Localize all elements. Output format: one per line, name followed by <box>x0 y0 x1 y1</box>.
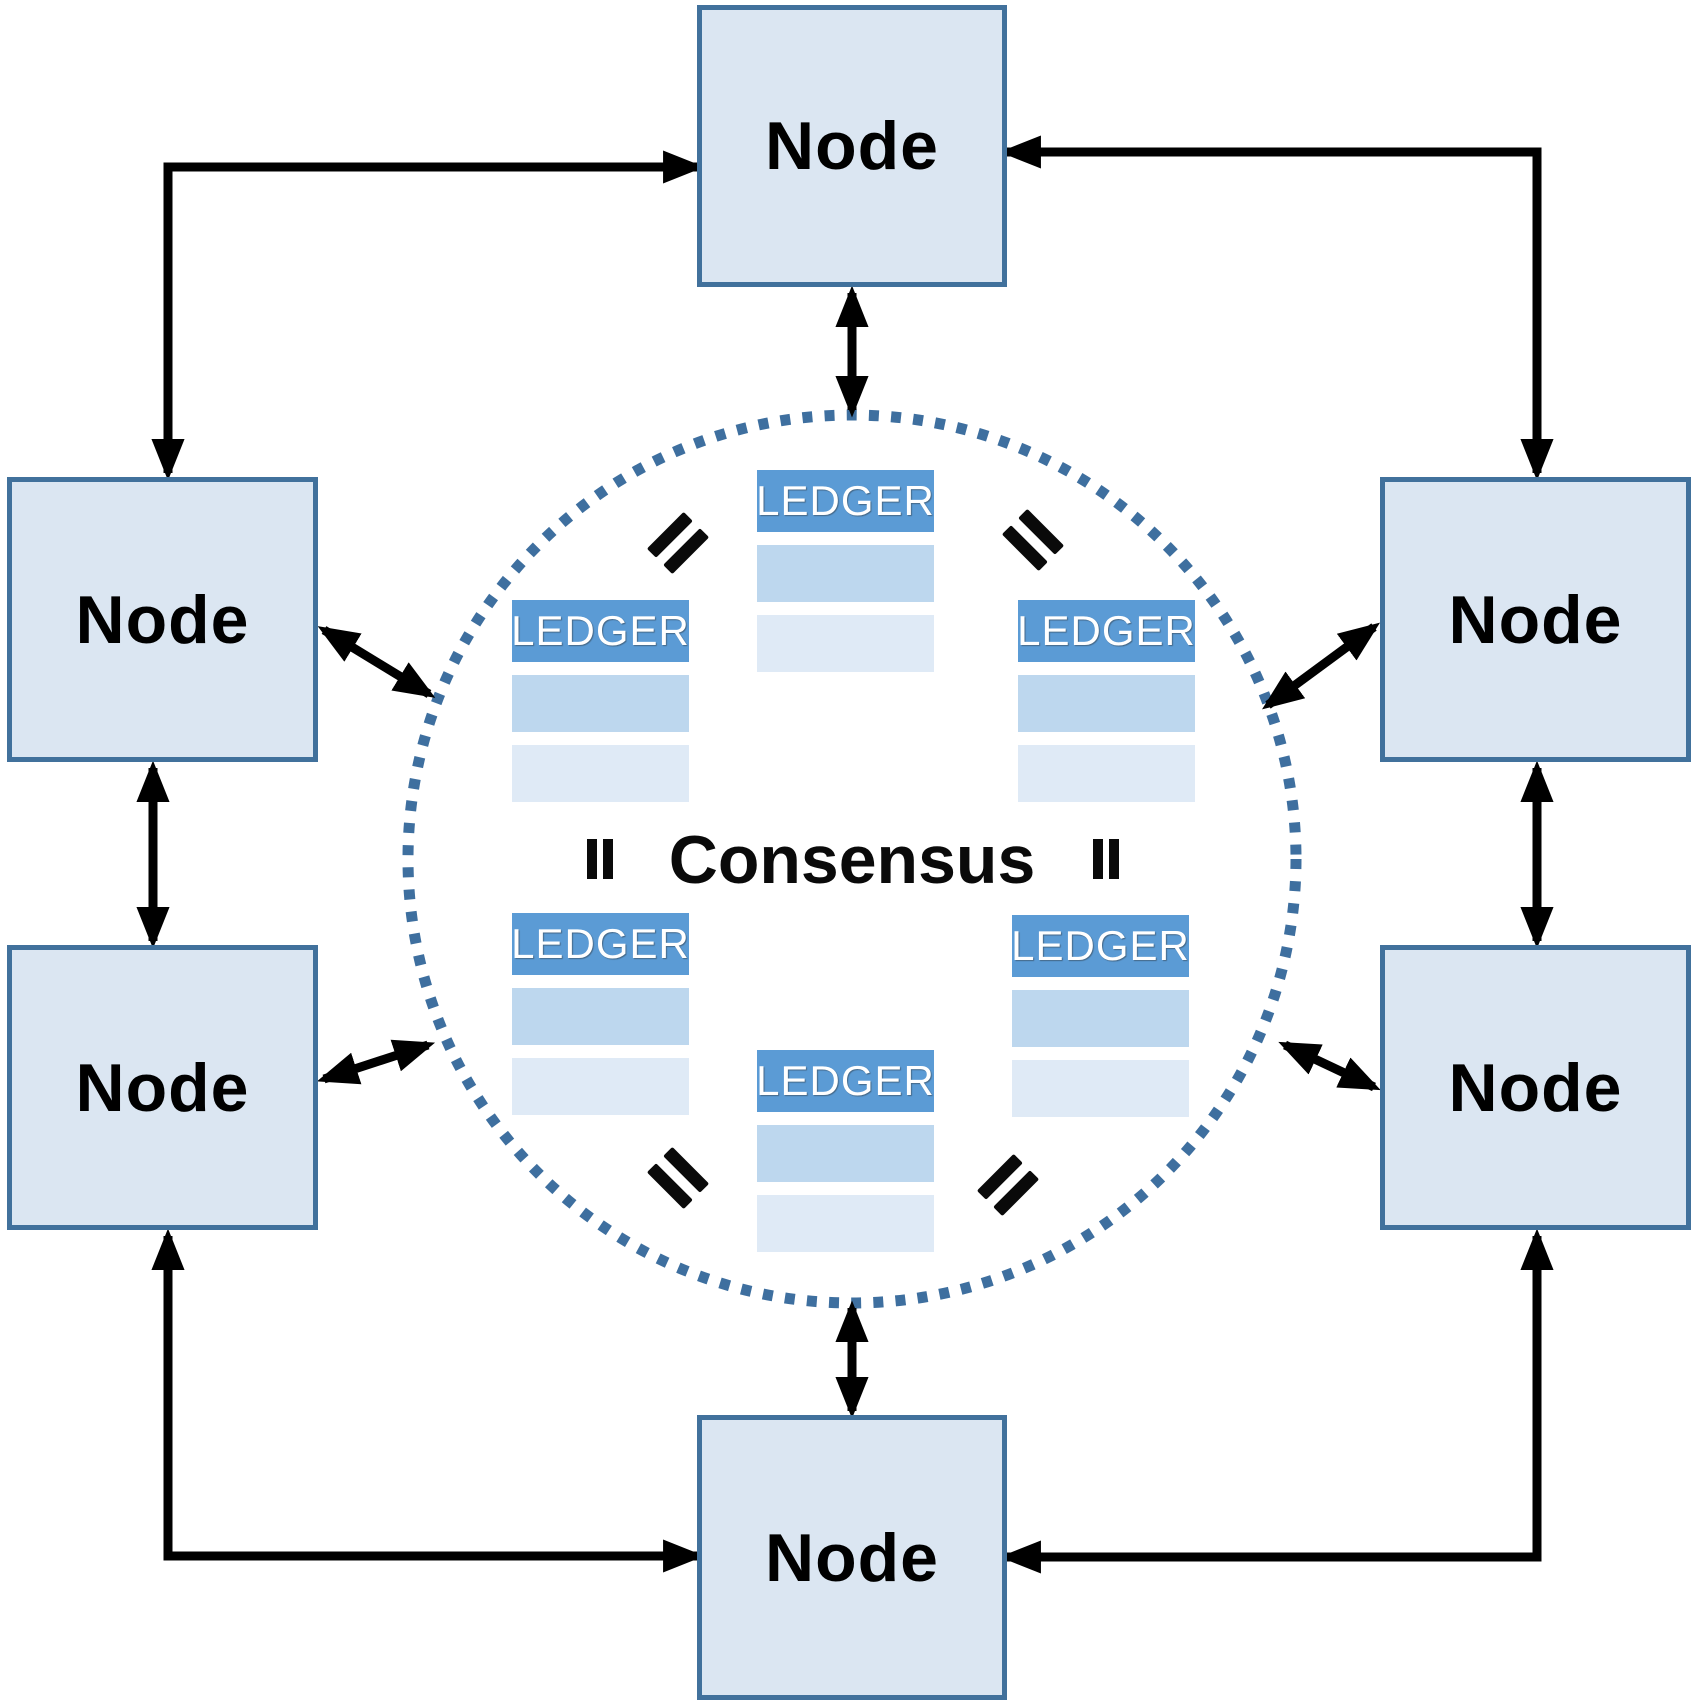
node-label: Node <box>765 108 939 184</box>
node-box-lower-left: Node <box>7 945 318 1230</box>
ledger-row <box>1012 1060 1189 1117</box>
ledger-header: LEDGER <box>756 1050 934 1112</box>
equals-icon-lower-left <box>647 1147 709 1209</box>
node-label: Node <box>765 1519 939 1596</box>
ledger-row <box>1018 745 1195 802</box>
ledger-header: LEDGER <box>511 600 689 662</box>
node-box-lower-right: Node <box>1380 945 1691 1230</box>
ledger-table-lower-right: LEDGER <box>1011 915 1189 1117</box>
ledger-row <box>1012 990 1189 1047</box>
ledger-row <box>512 745 689 802</box>
double-arrow-lower-left-node-circle <box>316 1039 436 1085</box>
ledger-header: LEDGER <box>756 470 934 532</box>
ledger-table-lower-left: LEDGER <box>511 913 689 1115</box>
equals-icon-left-of-consensus <box>587 839 613 879</box>
consensus-label: Consensus <box>668 822 1036 898</box>
ledger-header: LEDGER <box>1017 600 1195 662</box>
ledger-row <box>512 1058 689 1115</box>
elbow-arrow-top-left <box>151 150 705 481</box>
node-box-upper-right: Node <box>1380 477 1691 762</box>
ledger-table-top-center: LEDGER <box>756 470 934 672</box>
ledger-table-bottom-center: LEDGER <box>756 1050 934 1252</box>
ledger-table-upper-right: LEDGER <box>1017 600 1195 802</box>
node-label: Node <box>1448 1049 1623 1126</box>
equals-icon-right-of-consensus <box>1093 839 1119 879</box>
equals-icon-upper-left <box>647 512 709 574</box>
ledger-table-upper-left: LEDGER <box>511 600 689 802</box>
elbow-arrow-top-right <box>999 135 1554 481</box>
ledger-row <box>757 615 934 672</box>
ledger-row <box>757 1125 934 1182</box>
node-box-bottom: Node <box>697 1415 1007 1700</box>
node-label: Node <box>75 1049 250 1126</box>
ledger-row <box>1018 675 1195 732</box>
equals-icon-lower-right <box>977 1154 1039 1216</box>
node-box-top: Node <box>697 5 1007 287</box>
equals-icon-upper-right <box>1002 509 1064 571</box>
ledger-header: LEDGER <box>511 913 689 975</box>
elbow-arrow-bottom-right <box>999 1228 1554 1574</box>
double-arrow-lower-right-node-circle <box>1278 1040 1381 1092</box>
elbow-arrow-bottom-left <box>151 1228 705 1573</box>
double-arrow-upper-right-node-circle <box>1261 622 1381 710</box>
node-box-upper-left: Node <box>7 477 318 762</box>
ledger-row <box>757 1195 934 1252</box>
ledger-header: LEDGER <box>1011 915 1189 977</box>
node-label: Node <box>1448 581 1623 658</box>
node-label: Node <box>75 581 250 658</box>
ledger-row <box>757 545 934 602</box>
ledger-row <box>512 675 689 732</box>
double-arrow-upper-left-node-circle <box>317 626 436 698</box>
ledger-row <box>512 988 689 1045</box>
